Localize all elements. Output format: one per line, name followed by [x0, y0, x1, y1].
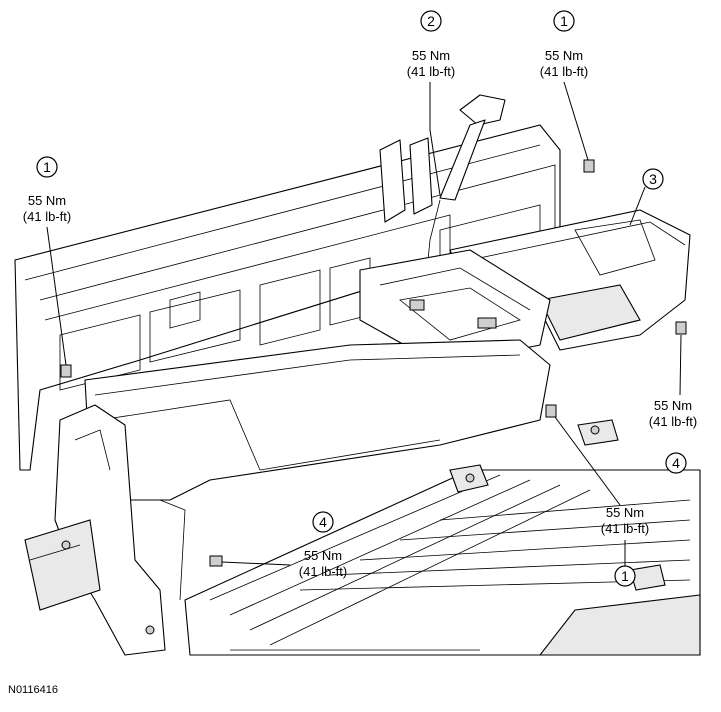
svg-text:4: 4 [672, 455, 680, 471]
svg-text:55 Nm: 55 Nm [606, 505, 644, 520]
svg-text:(41 lb-ft): (41 lb-ft) [540, 64, 588, 79]
callout-1-top-right: 1 55 Nm (41 lb-ft) [540, 10, 589, 161]
bolt-left-top [60, 364, 72, 378]
svg-text:55 Nm: 55 Nm [654, 398, 692, 413]
right-seat-cushion [449, 209, 691, 351]
floor-anchors [449, 419, 666, 591]
bolt-top-right [583, 159, 595, 173]
left-support-bracket [24, 404, 186, 656]
callout-4-bottom: 4 55 Nm (41 lb-ft) [221, 511, 347, 579]
svg-text:55 Nm: 55 Nm [545, 48, 583, 63]
svg-text:(41 lb-ft): (41 lb-ft) [649, 414, 697, 429]
seat-belt-buckle [379, 94, 506, 291]
callout-1-left: 1 55 Nm (41 lb-ft) [23, 156, 71, 366]
svg-text:55 Nm: 55 Nm [28, 193, 66, 208]
svg-text:(41 lb-ft): (41 lb-ft) [407, 64, 455, 79]
callout-1-bottom-right: 55 Nm (41 lb-ft) 1 [554, 416, 649, 587]
svg-text:1: 1 [560, 13, 568, 29]
svg-text:3: 3 [649, 171, 657, 187]
bolts [60, 159, 687, 567]
callout-4-right: 55 Nm (41 lb-ft) 4 [649, 334, 697, 474]
svg-text:2: 2 [427, 13, 435, 29]
svg-text:55 Nm: 55 Nm [412, 48, 450, 63]
bolt-right [675, 321, 687, 335]
svg-text:(41 lb-ft): (41 lb-ft) [23, 209, 71, 224]
figure-id: N0116416 [8, 684, 58, 696]
svg-text:4: 4 [319, 514, 327, 530]
svg-text:(41 lb-ft): (41 lb-ft) [299, 564, 347, 579]
svg-text:55 Nm: 55 Nm [304, 548, 342, 563]
floor-mat [184, 469, 701, 656]
left-seat-cushion [84, 339, 551, 501]
svg-text:(41 lb-ft): (41 lb-ft) [601, 521, 649, 536]
callout-2-top: 2 55 Nm (41 lb-ft) [407, 10, 455, 196]
callout-3: 3 [629, 168, 664, 226]
svg-text:1: 1 [621, 568, 629, 584]
svg-text:1: 1 [43, 159, 51, 175]
bolt-center-floor [545, 404, 557, 418]
bolt-bottom-left [209, 555, 223, 567]
